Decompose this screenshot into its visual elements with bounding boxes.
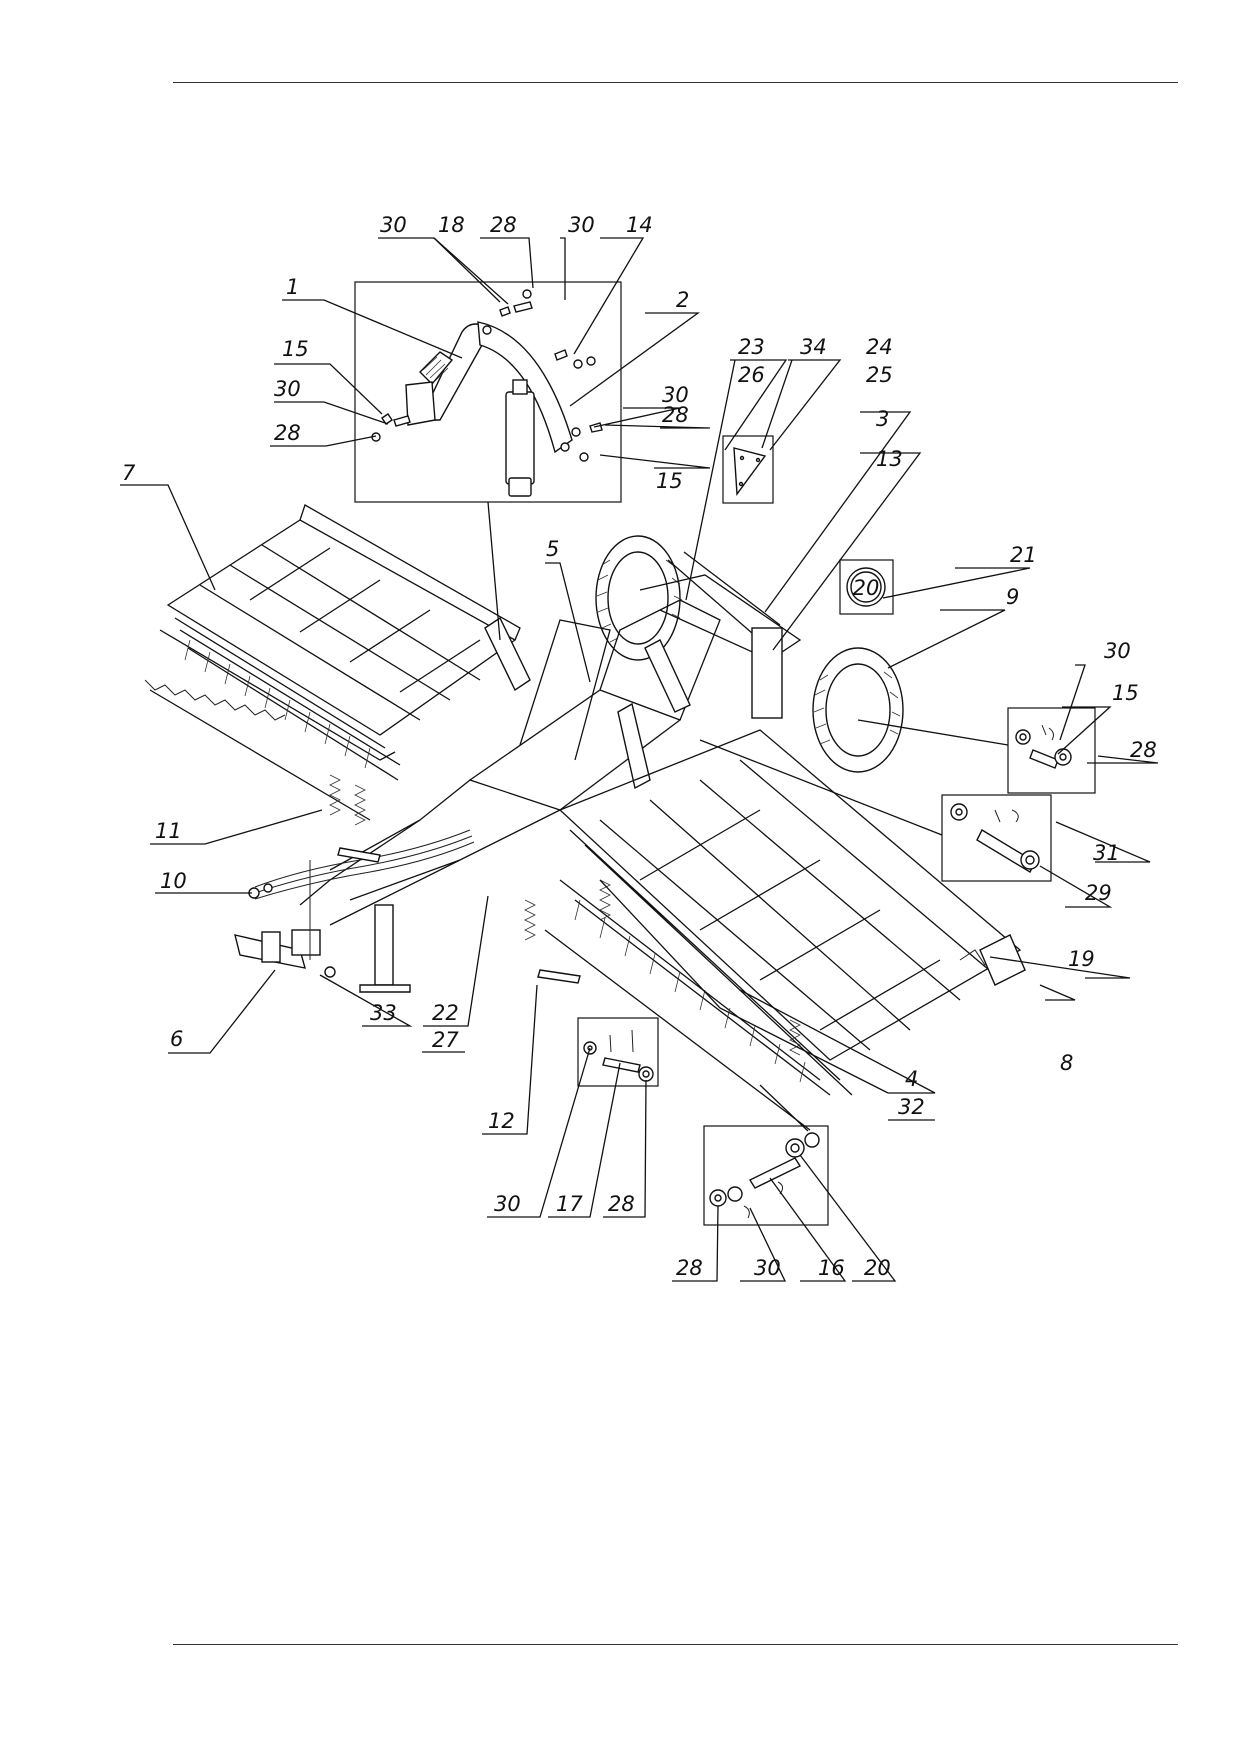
callout-11: 11 [155,819,182,843]
callout-3: 3 [876,407,889,431]
callout-19: 19 [1068,947,1095,971]
drawbar-pin-detail [583,1029,654,1082]
callout-28: 28 [274,421,301,445]
callout-30: 30 [1104,639,1131,663]
callout-30: 30 [274,377,301,401]
callout-30: 30 [568,213,595,237]
wheel-pin-detail-box [1007,707,1096,794]
callout-30: 30 [494,1192,521,1216]
callout-15: 15 [656,469,683,493]
callout-6: 6 [170,1027,183,1051]
callout-30: 30 [754,1256,781,1280]
callout-17: 17 [556,1192,583,1216]
callout-10: 10 [160,869,187,893]
triangle-plate-detail-box [722,435,774,504]
hitch [234,929,336,978]
speed-sign-value: 20 [853,576,880,600]
speed-limit-sign: 20 [846,567,886,607]
triangle-plate [733,447,767,496]
callout-34: 34 [800,335,827,359]
callout-30: 30 [380,213,407,237]
callout-31: 31 [1093,841,1120,865]
axle-pin-detail-box [941,794,1052,882]
callout-30: 30 [662,383,689,407]
leader-lines [120,237,1159,1282]
drawbar-pin-detail-box [577,1017,659,1087]
hydraulic-cylinder-detail [371,289,603,497]
callout-1: 1 [286,275,299,299]
callout-29: 29 [1085,881,1112,905]
footer-rule [173,1644,1178,1645]
roller-pin-detail [709,1132,820,1219]
callout-2: 2 [676,288,689,312]
callout-12: 12 [488,1109,515,1133]
callout-labels: 30 18 28 30 14 1 2 15 30 28 30 28 15 23 … [122,213,1157,1280]
callout-15: 15 [282,337,309,361]
callout-16: 16 [818,1256,845,1280]
callout-32: 32 [898,1095,925,1119]
hydraulic-cylinder-detail-box [354,281,622,503]
cultivator-machine [144,504,1026,1131]
callout-24: 24 [866,335,893,359]
callout-5: 5 [546,537,559,561]
callout-4: 4 [905,1067,918,1091]
callout-20: 20 [864,1256,891,1280]
callout-22: 22 [432,1001,459,1025]
roller-pin-detail-box [703,1125,829,1226]
callout-28: 28 [676,1256,703,1280]
transport-wheel-right [812,647,904,773]
callout-13: 13 [876,447,903,471]
callout-28: 28 [608,1192,635,1216]
callout-28: 28 [1130,738,1157,762]
callout-9: 9 [1006,585,1019,609]
callout-23: 23 [738,335,765,359]
callout-14: 14 [626,213,653,237]
axle-pin-detail [950,803,1040,873]
callout-21: 21 [1010,543,1037,567]
callout-15: 15 [1112,681,1139,705]
speed-sign-detail-box [839,559,894,615]
callout-7: 7 [122,461,136,485]
callout-18: 18 [438,213,465,237]
callout-27: 27 [432,1028,459,1052]
transport-wheel-left [595,535,683,661]
callout-8: 8 [1060,1051,1073,1075]
callout-28: 28 [662,403,689,427]
callout-28: 28 [490,213,517,237]
header-rule [173,82,1178,83]
support-stand [309,860,411,993]
callout-26: 26 [738,363,765,387]
callout-33: 33 [370,1001,397,1025]
callout-25: 25 [866,363,893,387]
